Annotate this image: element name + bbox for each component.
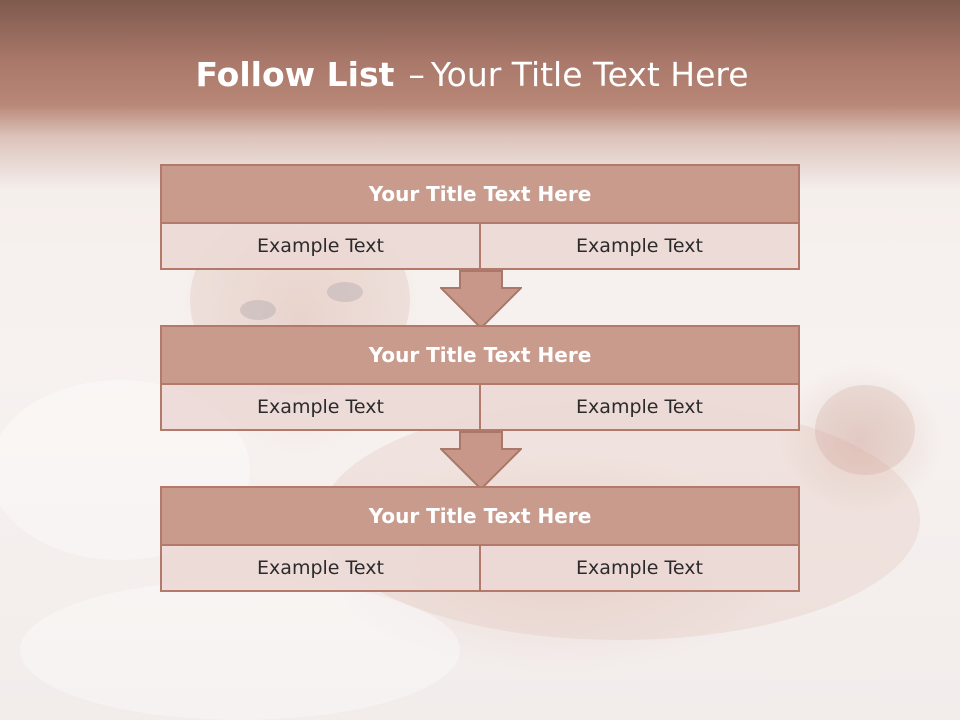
block-cell-right: Example Text xyxy=(576,396,703,418)
block-cell-right: Example Text xyxy=(576,557,703,579)
block-cell-left: Example Text xyxy=(162,224,481,268)
list-block-1: Your Title Text Here Example Text Exampl… xyxy=(160,164,800,270)
block-title: Your Title Text Here xyxy=(162,166,798,224)
block-cell-right: Example Text xyxy=(576,235,703,257)
title-dash: – xyxy=(408,55,425,94)
block-cell-left: Example Text xyxy=(162,385,481,429)
header-band xyxy=(0,0,960,190)
block-cell-left: Example Text xyxy=(162,546,481,590)
block-title: Your Title Text Here xyxy=(162,327,798,385)
list-block-3: Your Title Text Here Example Text Exampl… xyxy=(160,486,800,592)
title-rest: Your Title Text Here xyxy=(430,55,749,94)
block-title: Your Title Text Here xyxy=(162,488,798,546)
down-arrow-icon xyxy=(440,431,522,491)
down-arrow-icon xyxy=(440,270,522,330)
page-title: Follow List–Your Title Text Here xyxy=(0,55,944,94)
list-block-2: Your Title Text Here Example Text Exampl… xyxy=(160,325,800,431)
title-bold: Follow List xyxy=(195,55,395,94)
